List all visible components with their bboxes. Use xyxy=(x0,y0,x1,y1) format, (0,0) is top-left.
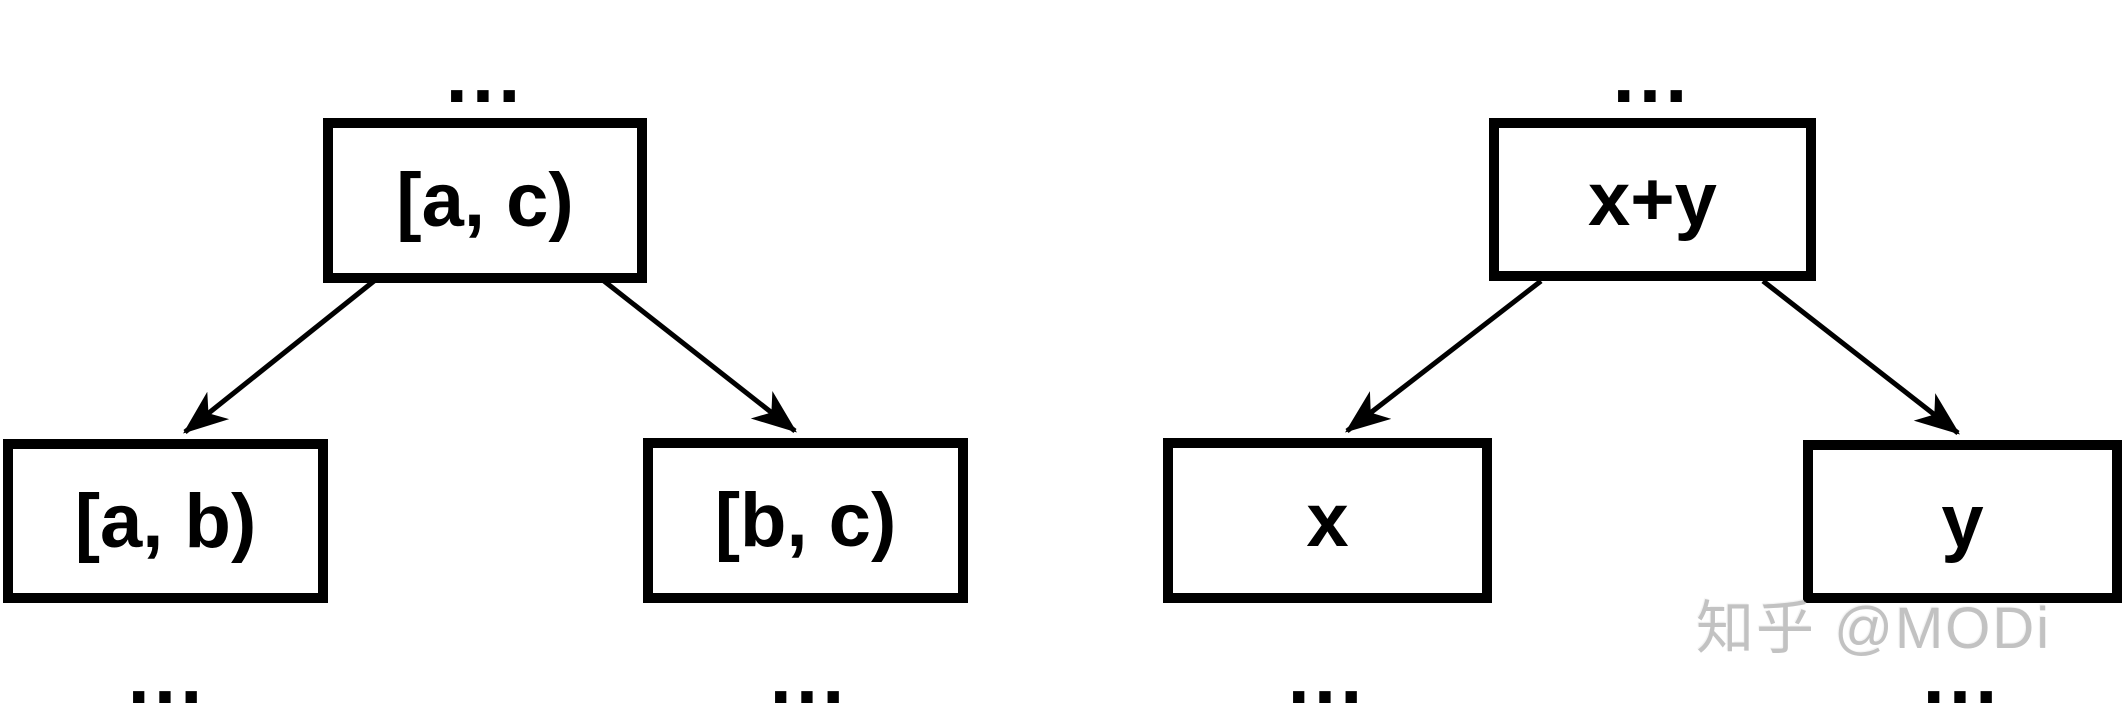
ellipsis-below-expression-right-child: ... xyxy=(1922,631,2002,720)
node-interval-right-child: [b, c) xyxy=(643,438,968,603)
node-interval-left-child-label: [a, b) xyxy=(74,478,257,564)
edge-expression-root-to-left-child xyxy=(1345,279,1543,433)
edge-interval-root-to-left-child xyxy=(183,279,376,434)
ellipsis-above-interval-root: ... xyxy=(445,30,525,119)
node-expression-left-child: x xyxy=(1163,438,1492,603)
node-interval-root: [a, c) xyxy=(323,118,647,283)
edge-expression-root-to-right-child xyxy=(1761,279,1960,435)
ellipsis-below-interval-right-child: ... xyxy=(769,631,849,720)
watermark-zhihu: 知乎 @MODi xyxy=(1696,596,2052,661)
node-expression-root: x+y xyxy=(1489,118,1816,281)
node-expression-right-child-label: y xyxy=(1941,479,1984,564)
node-expression-left-child-label: x xyxy=(1306,478,1349,563)
ellipsis-above-expression-root: ... xyxy=(1612,30,1692,119)
node-interval-right-child-label: [b, c) xyxy=(714,478,897,563)
edge-interval-root-to-right-child xyxy=(602,279,797,433)
node-expression-right-child: y xyxy=(1803,440,2122,603)
ellipsis-below-interval-left-child: ... xyxy=(127,631,207,720)
node-interval-left-child: [a, b) xyxy=(3,439,328,603)
ellipsis-below-expression-left-child: ... xyxy=(1287,631,1367,720)
node-expression-root-label: x+y xyxy=(1588,157,1717,242)
node-interval-root-label: [a, c) xyxy=(396,158,574,243)
